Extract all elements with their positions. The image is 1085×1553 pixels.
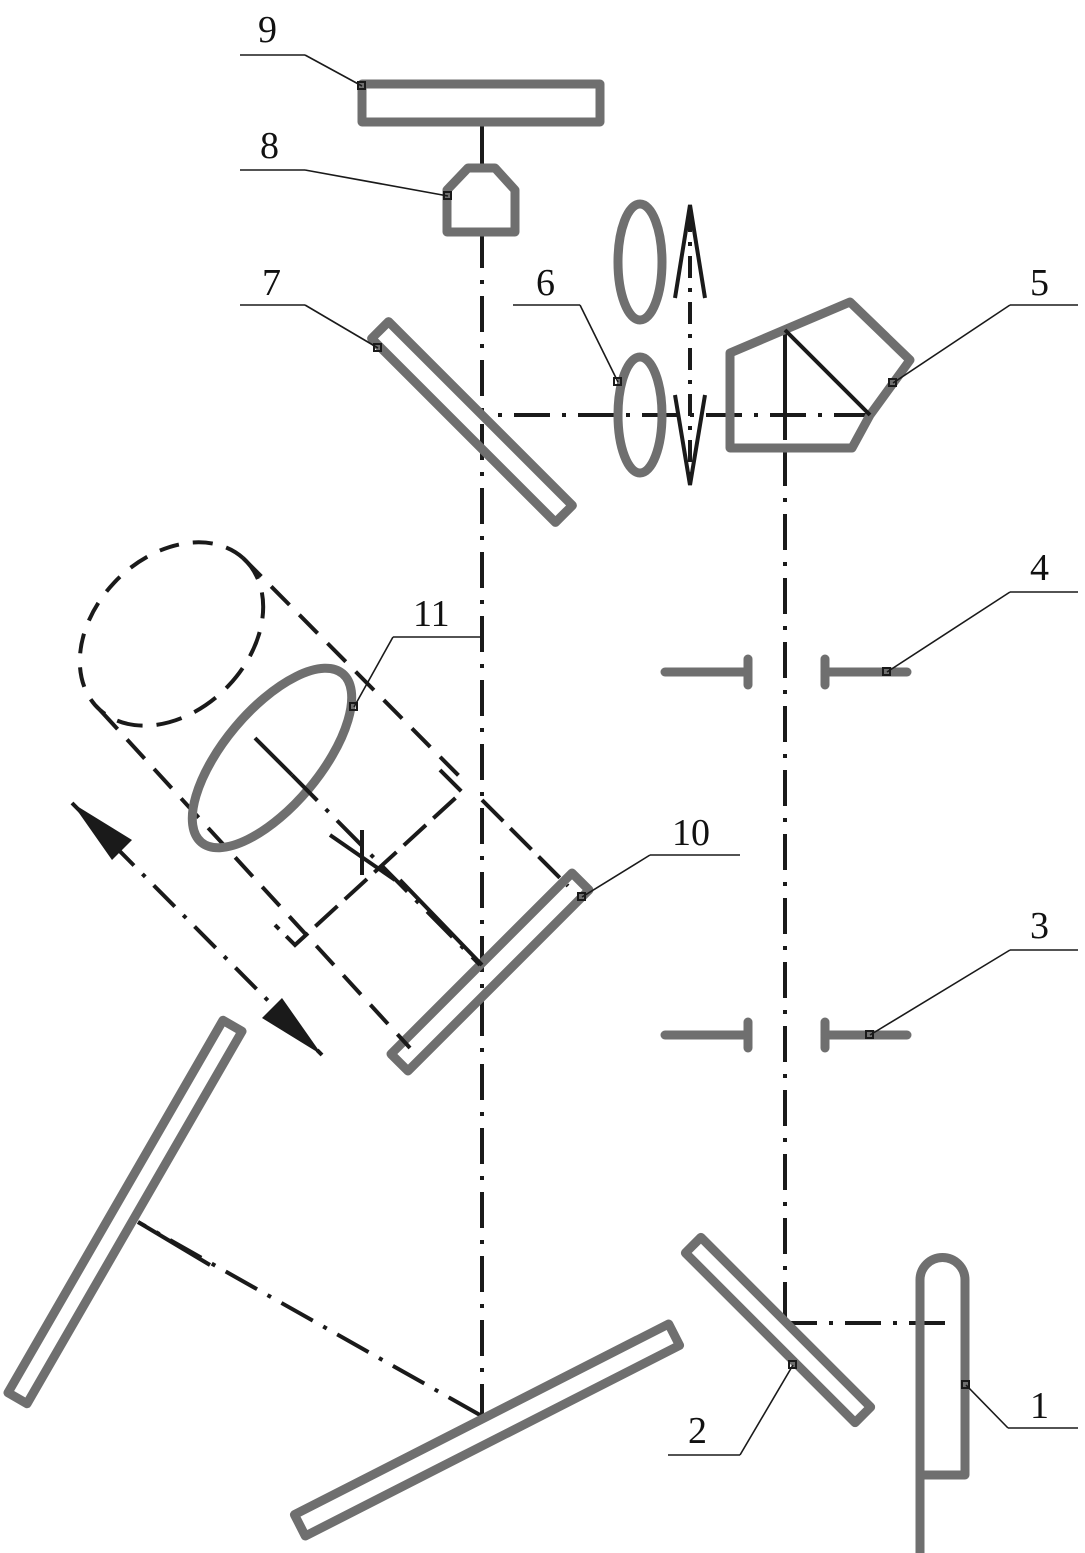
screen-9	[357, 79, 605, 127]
label-10: 10	[672, 812, 710, 854]
lower-mirror-stub	[136, 1220, 212, 1267]
lens-assembly-11	[77, 540, 570, 1050]
callout-11: 11	[349, 593, 480, 711]
callout-6: 6	[513, 262, 622, 386]
beam-splitter-2	[680, 1232, 876, 1428]
rotation-arrow	[70, 801, 324, 1057]
mirror-7	[367, 317, 577, 527]
callout-5: 5	[888, 262, 1078, 387]
label-2: 2	[688, 1410, 707, 1452]
callout-1: 1	[961, 1380, 1078, 1429]
lens-6-lower	[613, 352, 667, 478]
label-7: 7	[262, 262, 281, 304]
lower-mirror-left	[3, 1015, 247, 1409]
label-8: 8	[260, 125, 279, 167]
label-11: 11	[413, 593, 450, 635]
callout-2: 2	[668, 1360, 797, 1456]
callout-7: 7	[240, 262, 382, 352]
callout-3: 3	[865, 905, 1078, 1039]
prism-5	[725, 297, 915, 453]
label-9: 9	[258, 9, 277, 51]
lower-mirror-right	[289, 1319, 685, 1541]
label-4: 4	[1030, 547, 1049, 589]
label-1: 1	[1030, 1385, 1049, 1427]
callout-8: 8	[240, 125, 452, 200]
lens-11	[187, 663, 357, 853]
aperture-4	[660, 654, 912, 690]
lens-6-upper	[613, 199, 667, 325]
label-3: 3	[1030, 905, 1049, 947]
label-6: 6	[536, 262, 555, 304]
label-5: 5	[1030, 262, 1049, 304]
lens-motion-arrow	[673, 204, 707, 486]
light-source-1	[915, 1253, 970, 1553]
eyepiece-8	[442, 163, 520, 237]
callout-9: 9	[240, 9, 366, 90]
callout-10: 10	[577, 812, 740, 901]
callout-4: 4	[882, 547, 1078, 676]
